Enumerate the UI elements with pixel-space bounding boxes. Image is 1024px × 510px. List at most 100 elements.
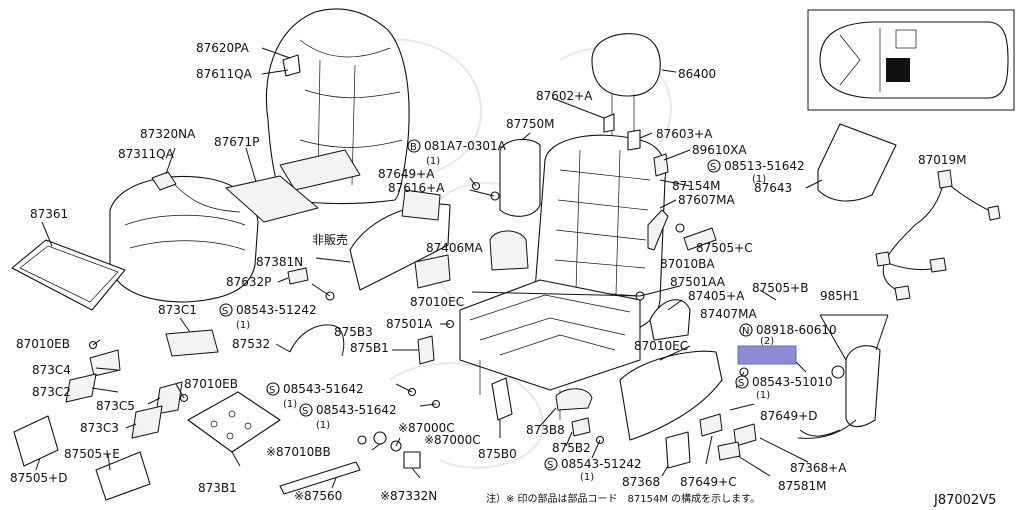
label-08543-51642-b: 08543-51642 — [316, 403, 397, 417]
svg-text:(1): (1) — [426, 156, 440, 167]
back-board — [279, 149, 361, 191]
grommet-08918 — [831, 365, 845, 379]
label-87607ma: 87607MA — [678, 193, 736, 207]
svg-text:S: S — [738, 378, 744, 389]
label-87560: ※87560 — [294, 489, 342, 503]
svg-text:S: S — [710, 162, 716, 173]
label-87010ec-b: 87010EC — [634, 339, 688, 353]
label-87750m: 87750M — [506, 117, 555, 131]
svg-text:(1): (1) — [283, 399, 297, 410]
label-873b8: 873B8 — [526, 423, 565, 437]
label-875b1: 875B1 — [350, 341, 389, 355]
rod-87560 — [279, 461, 361, 495]
headrest-guide-b — [627, 129, 641, 151]
clip-87649c — [699, 413, 723, 437]
label-87010ec-a: 87010EC — [410, 295, 464, 309]
label-87010bb: ※87010BB — [266, 445, 331, 459]
wire-harness-87019m — [875, 169, 1001, 301]
label-87019m: 87019M — [918, 153, 967, 167]
side-cover-87381n — [349, 203, 451, 291]
label-873c4: 873C4 — [32, 363, 71, 377]
clip-87581m — [717, 441, 741, 461]
cover-87505e — [95, 451, 151, 501]
callout-labels: 87620PA 87611QA 87320NA 87311QA 87671P 8… — [10, 41, 996, 508]
label-87154m: 87154M — [672, 179, 721, 193]
clip-873c3 — [131, 405, 163, 439]
svg-text:(1): (1) — [756, 390, 770, 401]
label-87368: 87368 — [622, 475, 660, 489]
label-87620pa: 87620PA — [196, 41, 250, 55]
label-87311qa: 87311QA — [118, 147, 175, 161]
clip-87632p — [287, 267, 309, 285]
label-87581m: 87581M — [778, 479, 827, 493]
label-not-sold: 非販売 — [312, 232, 348, 247]
label-87649d: 87649+D — [760, 409, 817, 423]
label-87381n: 87381N — [256, 255, 303, 269]
svg-text:(1): (1) — [752, 174, 766, 185]
label-87505c: 87505+C — [696, 241, 753, 255]
trim-87607ma — [647, 209, 669, 251]
label-87602a: 87602+A — [536, 89, 593, 103]
leader-lines — [35, 97, 807, 489]
label-87320na: 87320NA — [140, 127, 196, 141]
clip-873c2 — [65, 373, 97, 403]
label-87505e: 87505+E — [64, 447, 120, 461]
label-87616a: 87616+A — [388, 181, 445, 195]
label-873c3: 873C3 — [80, 421, 119, 435]
label-87632p: 87632P — [226, 275, 271, 289]
label-873c1: 873C1 — [158, 303, 197, 317]
svg-text:S: S — [222, 306, 228, 317]
highlighted-part-box[interactable] — [737, 345, 797, 365]
bracket-87368a — [733, 423, 757, 447]
label-08543-51242-b: 08543-51242 — [561, 457, 642, 471]
label-87368a: 87368+A — [790, 461, 847, 475]
label-875b2: 875B2 — [552, 441, 591, 455]
label-87405a: 87405+A — [688, 289, 745, 303]
label-87010eb-b: 87010EB — [184, 377, 238, 391]
label-87649a: 87649+A — [378, 167, 435, 181]
label-87505b: 87505+B — [752, 281, 808, 295]
label-87361: 87361 — [30, 207, 68, 221]
label-89610xa: 89610XA — [692, 143, 747, 157]
recliner-cover-inner — [489, 230, 529, 271]
cushion-board — [11, 239, 126, 311]
side-airbag-985h1 — [845, 345, 881, 428]
label-08543-51642-a: 08543-51642 — [283, 382, 364, 396]
svg-text:(2): (2) — [760, 336, 774, 347]
label-87010ba: 87010BA — [660, 257, 715, 271]
wire-87532 — [289, 324, 345, 357]
clip-89610xa — [653, 153, 669, 177]
lever-875b0 — [491, 377, 513, 421]
cover-87505d — [13, 415, 59, 467]
side-cover-right — [619, 350, 723, 441]
label-875b0: 875B0 — [478, 447, 517, 461]
clip-873b8 — [555, 388, 593, 411]
label-87501aa: 87501AA — [670, 275, 726, 289]
seat-cushion-frame — [459, 279, 641, 420]
vehicle-top-view-icon — [807, 9, 1015, 111]
footnote: 注）※ 印の部品は部品コード 87154M の構成を示します。 — [486, 492, 760, 505]
label-87532: 87532 — [232, 337, 270, 351]
side-cover-top — [401, 189, 441, 221]
label-87000c-a: ※87000C — [398, 421, 455, 435]
label-87000c-b: ※87000C — [424, 433, 481, 447]
label-985h1: 985H1 — [820, 289, 860, 303]
label-873b1: 873B1 — [198, 481, 237, 495]
label-87611qa: 87611QA — [196, 67, 253, 81]
recliner-cover-outer — [649, 299, 691, 341]
label-873c2: 873C2 — [32, 385, 71, 399]
label-87603a: 87603+A — [656, 127, 713, 141]
label-87643: 87643 — [754, 181, 792, 195]
bushing-a — [373, 431, 387, 445]
clip-875b2 — [571, 417, 591, 437]
svg-text:(1): (1) — [236, 320, 250, 331]
label-08513-51642: 08513-51642 — [724, 159, 805, 173]
back-board-87643 — [817, 123, 897, 202]
clip-875b1 — [417, 335, 435, 365]
knob-87332n — [403, 451, 421, 469]
label-875b3: 875B3 — [334, 325, 373, 339]
side-support-87750m — [499, 138, 541, 217]
heater-mat — [225, 175, 319, 223]
label-87649c: 87649+C — [680, 475, 737, 489]
